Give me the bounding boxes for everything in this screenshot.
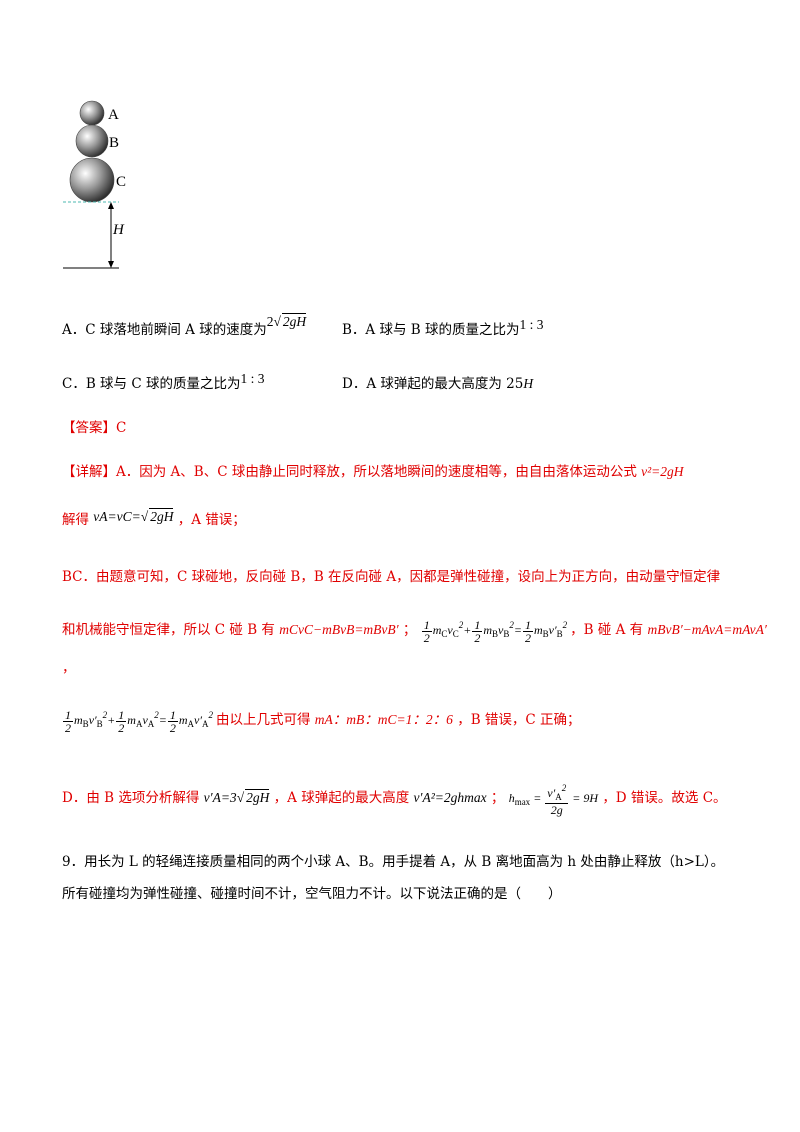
option-a: A．C 球落地前瞬间 A 球的速度为2√2gH [62,313,307,338]
option-b-ratio: 1 : 3 [519,317,544,332]
option-b: B．A 球与 B 球的质量之比为1 : 3 [342,317,544,338]
ball-b [75,124,109,158]
label-h: H [112,222,125,238]
answer-value: C [116,420,127,436]
explanation-p2: 解得 vA=vC=√2gH ，A 错误； [62,508,246,528]
explanation-p1: 【详解】A．因为 A、B、C 球由静止同时释放，所以落地瞬间的速度相等，由自由落… [62,464,684,480]
explanation-p3-line3: ， [62,660,76,676]
ball-c [69,157,115,203]
mass-ratio: mA：mB：mC=1：2：6 [314,712,453,727]
ball-a [79,100,105,126]
velocity-a-result: v′A=3√2gH [203,788,270,805]
option-c: C．B 球与 C 球的质量之比为1 : 3 [62,371,265,392]
option-d: D．A 球弹起的最大高度为 25H [342,376,534,392]
max-height-energy: v′A²=2ghmax [413,789,487,805]
question-9-line2: 所有碰撞均为弹性碰撞、碰撞时间不计，空气阻力不计。以下说法正确的是（ ） [62,886,562,902]
question-9-line1: 9．用长为 L 的轻绳连接质量相同的两个小球 A、B。用手提着 A，从 B 离地… [62,854,725,870]
velocity-equation: vA=vC=√2gH [93,508,174,524]
explanation-p5: D．由 B 选项分析解得 v′A=3√2gH ，A 球弹起的最大高度 v′A²=… [62,783,727,817]
option-c-ratio: 1 : 3 [240,371,265,386]
momentum-equation-ba: mBvB′−mAvA=mAvA′ [647,622,767,637]
label-a: A [108,107,119,123]
arrow-up-icon [108,202,114,209]
momentum-equation-cb: mCvC−mBvB=mBvB′ [279,622,399,637]
explanation-p3-line1: BC．由题意可知，C 球碰地，反向碰 B，B 在反向碰 A，因都是弹性碰撞，设向… [62,569,721,585]
option-a-math: 2√2gH [266,313,307,329]
label-c: C [116,174,126,190]
free-fall-formula: v²=2gH [641,464,684,479]
falling-balls-figure: A B C H [63,100,126,269]
arrow-down-icon [108,261,114,268]
label-b: B [109,135,119,151]
answer-line: 【答案】C [62,420,127,436]
